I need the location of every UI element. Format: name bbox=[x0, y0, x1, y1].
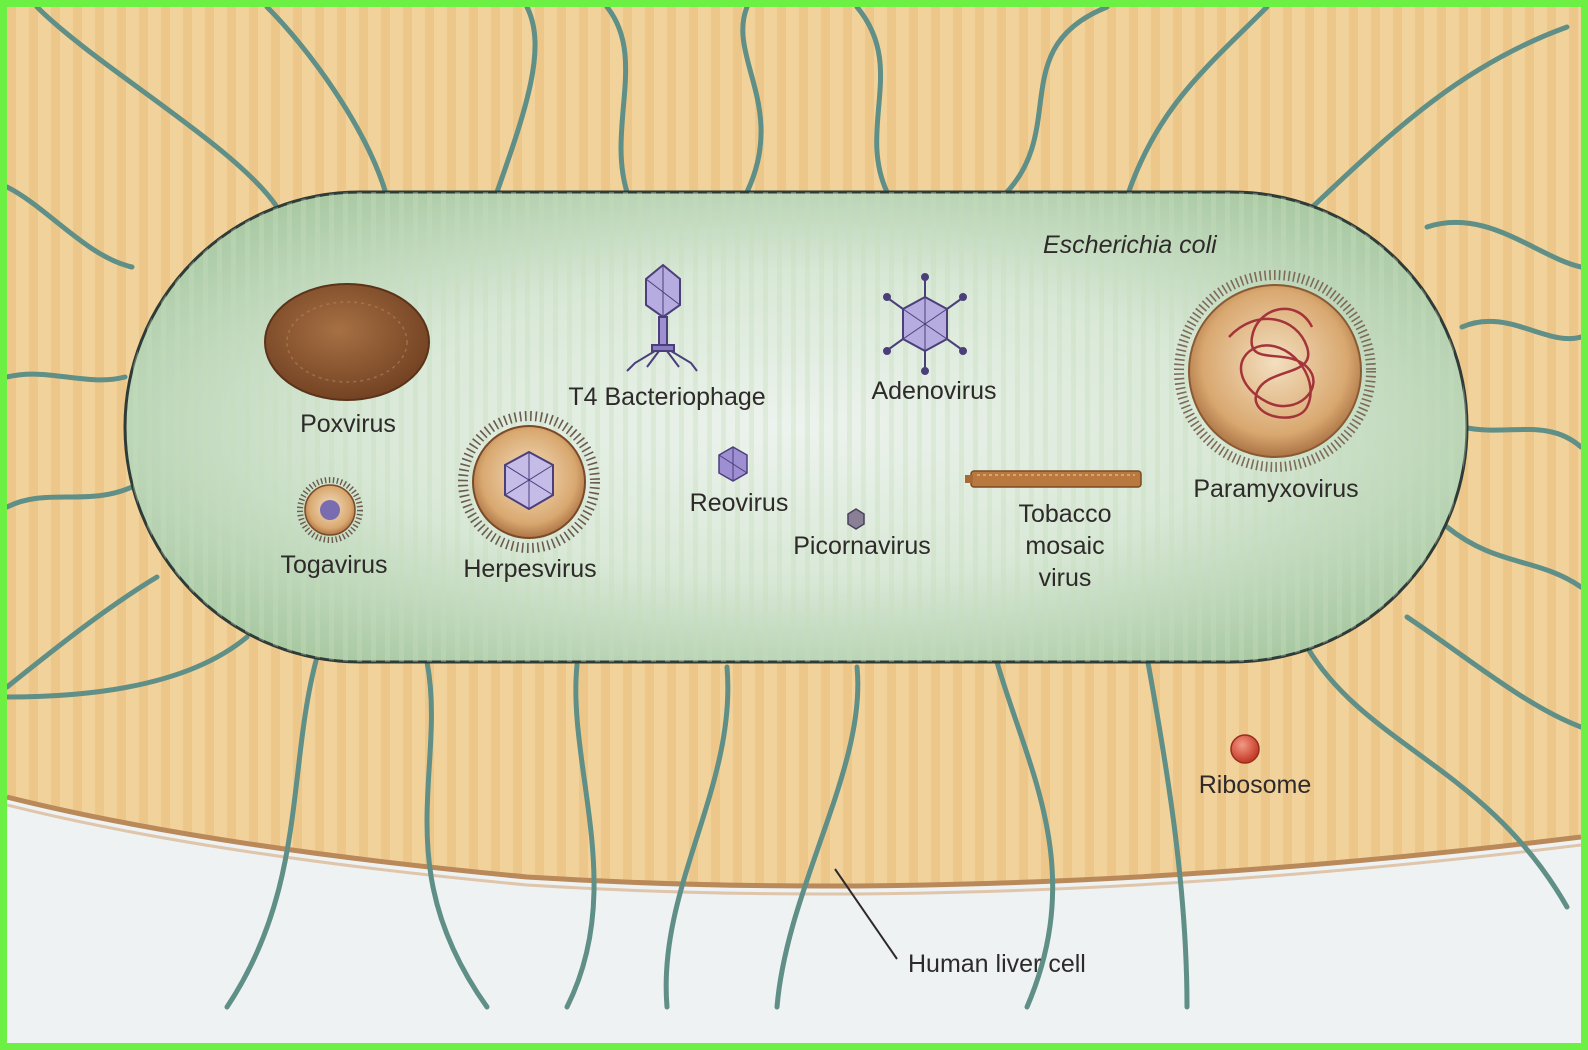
label-t4-bacteriophage: T4 Bacteriophage bbox=[568, 381, 765, 413]
label-reovirus: Reovirus bbox=[690, 487, 789, 519]
label-adenovirus: Adenovirus bbox=[871, 375, 996, 407]
label-ribosome: Ribosome bbox=[1199, 769, 1312, 801]
label-picornavirus: Picornavirus bbox=[793, 530, 931, 562]
label-herpesvirus: Herpesvirus bbox=[463, 553, 596, 585]
reovirus-particle bbox=[719, 447, 747, 481]
poxvirus-particle bbox=[265, 284, 429, 400]
label-human-liver-cell: Human liver cell bbox=[908, 948, 1086, 980]
ribosome-particle bbox=[1231, 735, 1259, 763]
picornavirus-particle bbox=[848, 509, 864, 529]
label-escherichia-coli: Escherichia coli bbox=[1043, 229, 1217, 261]
label-poxvirus: Poxvirus bbox=[300, 408, 396, 440]
label-tobacco-mosaic-virus: Tobacco mosaic virus bbox=[1000, 498, 1130, 594]
virus-size-diagram bbox=[7, 7, 1581, 1043]
tobacco-mosaic-virus-rod bbox=[965, 471, 1141, 487]
label-paramyxovirus: Paramyxovirus bbox=[1193, 473, 1358, 505]
label-togavirus: Togavirus bbox=[281, 549, 388, 581]
